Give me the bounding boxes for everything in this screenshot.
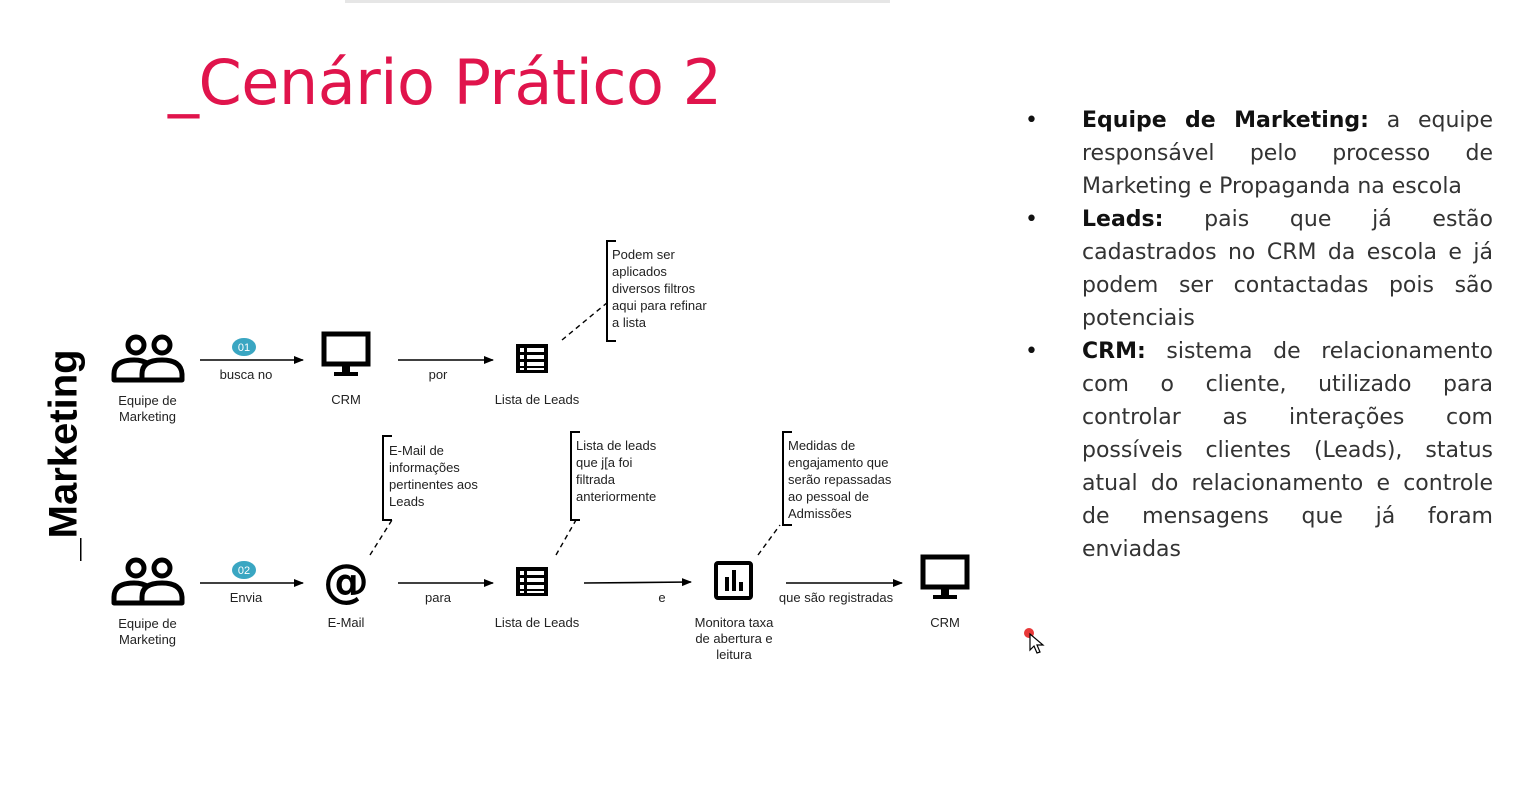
email-note-connector (369, 519, 393, 556)
list-icon (516, 344, 548, 373)
leads-filtered-note: Lista de leads que j[a foi filtrada ante… (576, 438, 657, 504)
top-bar (345, 0, 890, 3)
step-badge-01: 01 (232, 338, 256, 356)
monitor-note-connector (757, 524, 781, 556)
engagement-note: Medidas de engajamento que serão repassa… (788, 438, 892, 521)
definition-term: Equipe de Marketing: (1082, 108, 1369, 133)
edge-label-busca: busca no (219, 367, 273, 382)
monitor-note-bracket (782, 431, 792, 526)
edge-label-e: e (658, 590, 666, 605)
crm-label: CRM (331, 392, 361, 407)
bullet-icon: • (1025, 207, 1038, 232)
definition-item: • Leads: pais que já estão cadastrados n… (1025, 203, 1493, 335)
team-label-text: Equipe de Marketing (118, 616, 177, 647)
edge-label-registradas: que são registradas (778, 590, 894, 605)
svg-text:@: @ (323, 554, 369, 608)
leads-label: Lista de Leads (494, 392, 580, 407)
leads-note-connector (561, 301, 609, 341)
definition-text: pais que já estão cadastrados no CRM da … (1082, 207, 1493, 331)
bullet-icon: • (1025, 108, 1038, 133)
definition-item: • Equipe de Marketing: a equipe responsá… (1025, 104, 1493, 203)
leads-note-bracket (570, 431, 580, 521)
definition-text: a equipe responsável pelo processo de Ma… (1082, 108, 1493, 199)
team-label: Equipe de Marketing (100, 393, 195, 425)
flow-diagram: 01 02 @ (0, 240, 1000, 608)
definition-item: • CRM: sistema de relacionamento com o c… (1025, 335, 1493, 566)
leads-note-bracket (606, 240, 616, 342)
computer-icon (923, 557, 967, 599)
definition-text: sistema de relacionamento com o cliente,… (1082, 339, 1493, 562)
crm-label: CRM (930, 615, 960, 630)
monitor-label-text: Monitora taxa de abertura e leitura (694, 615, 774, 662)
arrow-leads-to-monitor (583, 578, 692, 587)
step-badge-02-text: 02 (238, 565, 250, 577)
team-label-text: Equipe de Marketing (118, 393, 177, 424)
definition-term: CRM: (1082, 339, 1146, 364)
edge-label-por: por (428, 367, 448, 382)
slide-title: _Cenário Prático 2 (168, 46, 722, 119)
computer-icon (324, 334, 368, 376)
definitions-list: • Equipe de Marketing: a equipe responsá… (1025, 104, 1493, 566)
step-badge-01-text: 01 (238, 342, 250, 354)
edge-label-para: para (424, 590, 452, 605)
leads-label: Lista de Leads (494, 615, 580, 630)
step-badge-02: 02 (232, 561, 256, 579)
email-label: E-Mail (327, 615, 365, 630)
team-label: Equipe de Marketing (100, 616, 195, 648)
bar-chart-icon (714, 561, 753, 600)
team-icon (114, 560, 182, 603)
leads-note-connector (555, 519, 577, 556)
at-sign-icon: @ (323, 554, 369, 608)
leads-filter-note: Podem ser aplicados diversos filtros aqu… (612, 247, 707, 330)
team-icon (114, 337, 182, 380)
definition-term: Leads: (1082, 207, 1164, 232)
email-note-bracket (382, 435, 392, 521)
list-icon (516, 567, 548, 596)
monitor-label: Monitora taxa de abertura e leitura (679, 615, 789, 663)
edge-label-envia: Envia (229, 590, 263, 605)
bullet-icon: • (1025, 339, 1038, 364)
email-note: E-Mail de informações pertinentes aos Le… (389, 443, 478, 509)
pointer-cursor-icon (1024, 628, 1045, 654)
